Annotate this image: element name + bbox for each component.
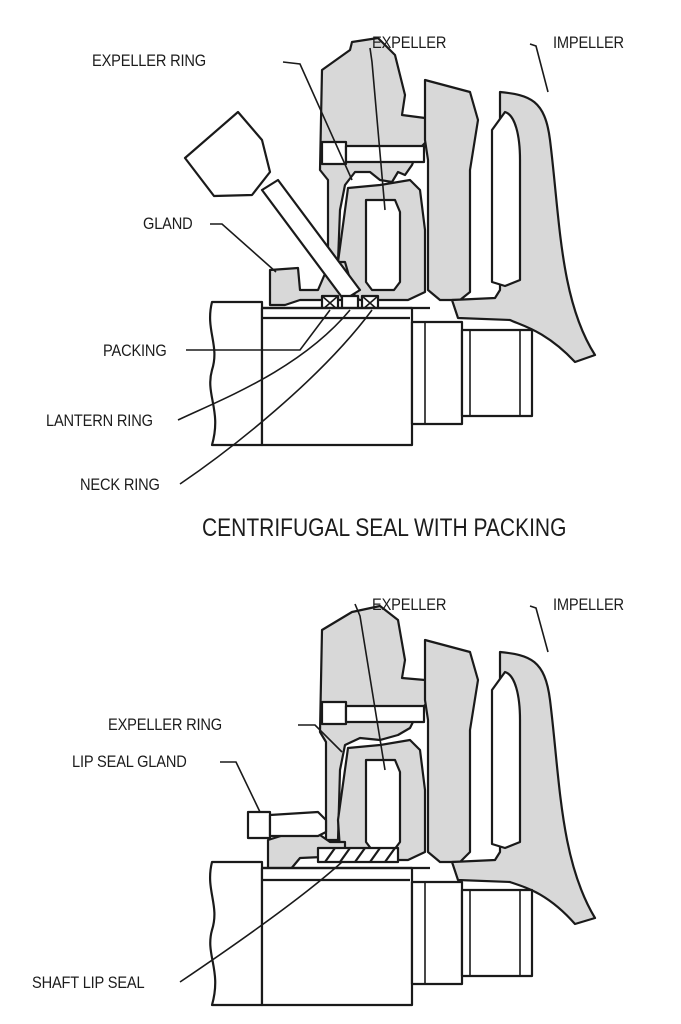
top-bolt-shank (344, 144, 426, 164)
label-impeller-top: IMPELLER (553, 33, 624, 52)
top-leader-neck (179, 309, 373, 485)
top-shaft (208, 300, 264, 447)
top-leader-packing (186, 309, 331, 351)
bottom-seal-drawing (179, 603, 597, 1007)
label-expeller-top: EXPELLER (372, 33, 447, 52)
bottom-impeller-inner (490, 670, 522, 850)
bottom-shaft-end (460, 888, 534, 978)
top-casing-column (423, 78, 480, 302)
label-lip-seal-gland: LIP SEAL GLAND (72, 752, 187, 771)
top-shaft-end (460, 328, 534, 418)
bottom-gland-bolt (268, 810, 328, 838)
bottom-shaft (208, 860, 264, 1007)
label-impeller-bottom: IMPELLER (553, 595, 624, 614)
bottom-shaft-step (410, 880, 464, 986)
bottom-bolt-shank (344, 704, 426, 724)
bottom-bolt-head (320, 700, 348, 726)
top-leader-expeller-ring (282, 61, 353, 181)
top-gland-nut (183, 110, 272, 198)
bottom-casing-column (423, 638, 480, 864)
top-bolt-head (320, 140, 348, 166)
label-expeller-bottom: EXPELLER (372, 595, 447, 614)
bottom-leader-expeller (354, 603, 386, 771)
top-leader-impeller (529, 43, 549, 93)
top-leader-expeller (369, 47, 386, 211)
bottom-leader-expeller-ring (298, 724, 343, 753)
top-leader-lantern (177, 309, 351, 421)
bottom-leader-shaft-lip-seal (179, 861, 343, 983)
label-neck-ring: NECK RING (80, 475, 160, 494)
bottom-gland-bolt-head (246, 810, 272, 840)
label-gland: GLAND (143, 214, 193, 233)
top-gland-stud (260, 178, 362, 302)
label-expeller-ring-top: EXPELLER RING (92, 51, 206, 70)
caption-top: CENTRIFUGAL SEAL WITH PACKING (202, 514, 567, 542)
bottom-impeller (450, 650, 597, 926)
bottom-expeller-cavity (364, 758, 402, 852)
label-lantern-ring: LANTERN RING (46, 411, 153, 430)
top-shaft-step (410, 320, 464, 426)
top-seal-drawing (177, 36, 597, 485)
top-shaft-sleeve (260, 306, 414, 447)
label-shaft-lip-seal: SHAFT LIP SEAL (32, 973, 145, 992)
label-packing: PACKING (103, 341, 167, 360)
bottom-shaft-sleeve (260, 866, 414, 1007)
bottom-leader-lip-seal-gland (220, 761, 261, 813)
top-expeller-cavity (364, 198, 402, 292)
bottom-leader-impeller (529, 605, 549, 653)
top-impeller-inner (490, 110, 522, 288)
label-expeller-ring-bottom: EXPELLER RING (108, 715, 222, 734)
top-leader-gland (210, 223, 277, 273)
top-impeller (450, 90, 597, 364)
